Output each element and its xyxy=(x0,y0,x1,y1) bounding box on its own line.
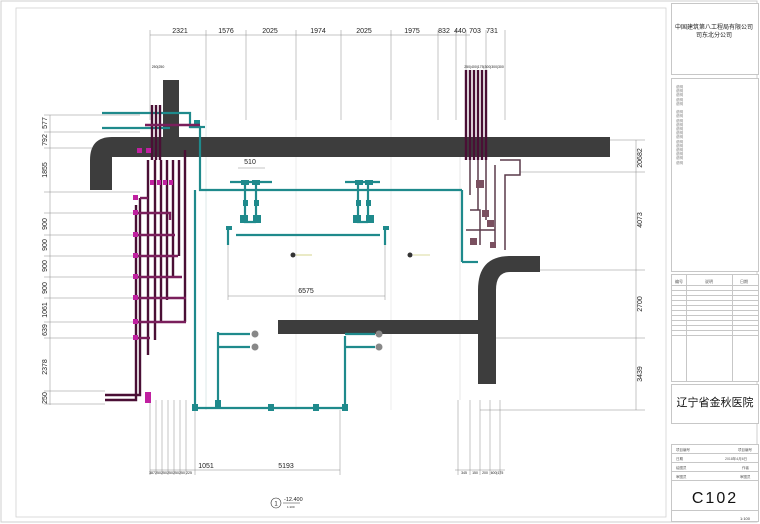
meta-value-3: 审图员 xyxy=(740,475,751,479)
teal-valves xyxy=(192,120,389,411)
dim-left-5: 900 xyxy=(42,260,49,272)
drawing-scale: 1:100 xyxy=(740,516,751,521)
dim-tiny-top-left: 250|250 xyxy=(152,65,165,69)
equipment-markers xyxy=(251,252,430,351)
dim-tiny-bottom-left-4: 250 xyxy=(173,471,179,475)
dim-left-7: 1061 xyxy=(42,302,49,318)
duct-elbow-left xyxy=(90,137,112,190)
section-elevation: -12.400 xyxy=(284,497,303,503)
dim-tiny-bottom-left-1: 250 xyxy=(155,471,161,475)
company-name: 中国建筑第八工程局有限公司 司东北分公司 xyxy=(673,24,755,40)
fittings-right xyxy=(470,180,496,248)
dim-left-6: 900 xyxy=(42,282,49,294)
dim-tiny-bottom-left-5: 250 xyxy=(179,471,185,475)
dim-left-2: 1855 xyxy=(42,162,49,178)
dim-tiny-bottom-right-3: 600|175 xyxy=(491,471,504,475)
dim-top-1: 1576 xyxy=(218,28,234,35)
meta-value-1: 2018年4月6日 xyxy=(725,457,748,461)
teal-pipes xyxy=(102,111,478,410)
drawing-frame xyxy=(15,7,667,518)
dim-tiny-bottom-right-2: 200 xyxy=(482,471,488,475)
dim-tiny-bottom-left-2: 250 xyxy=(161,471,167,475)
dim-left-9: 2378 xyxy=(42,359,49,375)
revision-table xyxy=(671,274,759,382)
small-dimension-text: 250|250 250|400|175|300|300|300 387 250 … xyxy=(149,65,504,475)
dim-tiny-top-right: 250|400|175|300|300|300 xyxy=(464,65,504,69)
project-name: 辽宁省金秋医院 xyxy=(676,397,754,409)
drawing-number: C102 xyxy=(691,490,739,507)
purple-pipe-bundle-right xyxy=(464,70,521,250)
dim-top-8: 703 xyxy=(469,28,481,35)
dim-tiny-bottom-left-0: 387 xyxy=(149,471,155,475)
magenta-fittings-left xyxy=(133,148,173,403)
section-number: 1 xyxy=(274,502,278,508)
dim-interior-0: 510 xyxy=(244,159,256,166)
meta-value-0: 项目编号 xyxy=(738,448,752,452)
dim-top-3: 1974 xyxy=(310,28,326,35)
dim-left-1: 577 xyxy=(42,117,49,129)
dim-left-8: 639 xyxy=(42,324,49,336)
project-box xyxy=(671,384,759,424)
dim-top-4: 2025 xyxy=(356,28,372,35)
dimension-text: 2321 1576 2025 1974 2025 1975 832 440 70… xyxy=(42,28,644,470)
dim-left-10: 250 xyxy=(42,392,49,404)
dim-top-2: 2025 xyxy=(262,28,278,35)
title-block-company xyxy=(671,3,759,75)
revision-header-date: 日期 xyxy=(740,279,748,284)
title-block-notes xyxy=(671,78,759,272)
dim-top-5: 1975 xyxy=(404,28,420,35)
meta-label-0: 项目编号 xyxy=(676,448,690,452)
company-line-1: 中国建筑第八工程局有限公司 xyxy=(674,25,753,31)
company-line-2: 司东北分公司 xyxy=(695,33,732,39)
dim-tiny-bottom-right-1: 150 xyxy=(472,471,478,475)
lower-horizontal-duct xyxy=(278,320,478,334)
notes-text: 说明 说明 说明 说明 说明 说明 说明 说明 说明 说明 说明 说明 说明 说… xyxy=(676,85,683,165)
dim-right-2: 2700 xyxy=(637,296,644,312)
main-horizontal-duct xyxy=(112,137,610,157)
section-marker: 1 -12.400 1:100 xyxy=(270,497,303,509)
dim-bottom-0: 1051 xyxy=(198,463,214,470)
dim-top-0: 2321 xyxy=(172,28,188,35)
meta-value-2: 作者 xyxy=(742,466,749,470)
vertical-duct-riser xyxy=(163,80,179,142)
dim-bottom-1: 5193 xyxy=(278,463,294,470)
dim-top-6: 832 xyxy=(438,28,450,35)
right-vertical-duct xyxy=(478,300,496,384)
purple-pipe-bundle-left xyxy=(105,105,200,402)
dim-top-9: 731 xyxy=(486,28,498,35)
dim-top-7: 440 xyxy=(454,28,466,35)
dim-interior-1: 6575 xyxy=(298,288,314,295)
dim-left-3: 900 xyxy=(42,218,49,230)
dim-left-4: 900 xyxy=(42,239,49,251)
dim-tiny-bottom-left-6: 225 xyxy=(186,471,192,475)
meta-label-2: 绘图员 xyxy=(676,466,687,470)
dim-tiny-bottom-right-0: 345 xyxy=(461,471,467,475)
revision-header-number: 编号 xyxy=(675,279,683,284)
meta-label-3: 审图员 xyxy=(676,475,687,479)
revision-header-desc: 说明 xyxy=(705,279,713,284)
dim-right-0: 20682 xyxy=(637,148,644,168)
meta-label-1: 日期 xyxy=(676,457,683,461)
section-scale: 1:100 xyxy=(287,505,295,509)
dim-right-3: 3439 xyxy=(637,366,644,382)
dim-right-1: 4073 xyxy=(637,212,644,228)
dim-left-0: 792 xyxy=(42,134,49,146)
drawing-info-box xyxy=(671,444,759,522)
dim-tiny-bottom-left-3: 250 xyxy=(167,471,173,475)
